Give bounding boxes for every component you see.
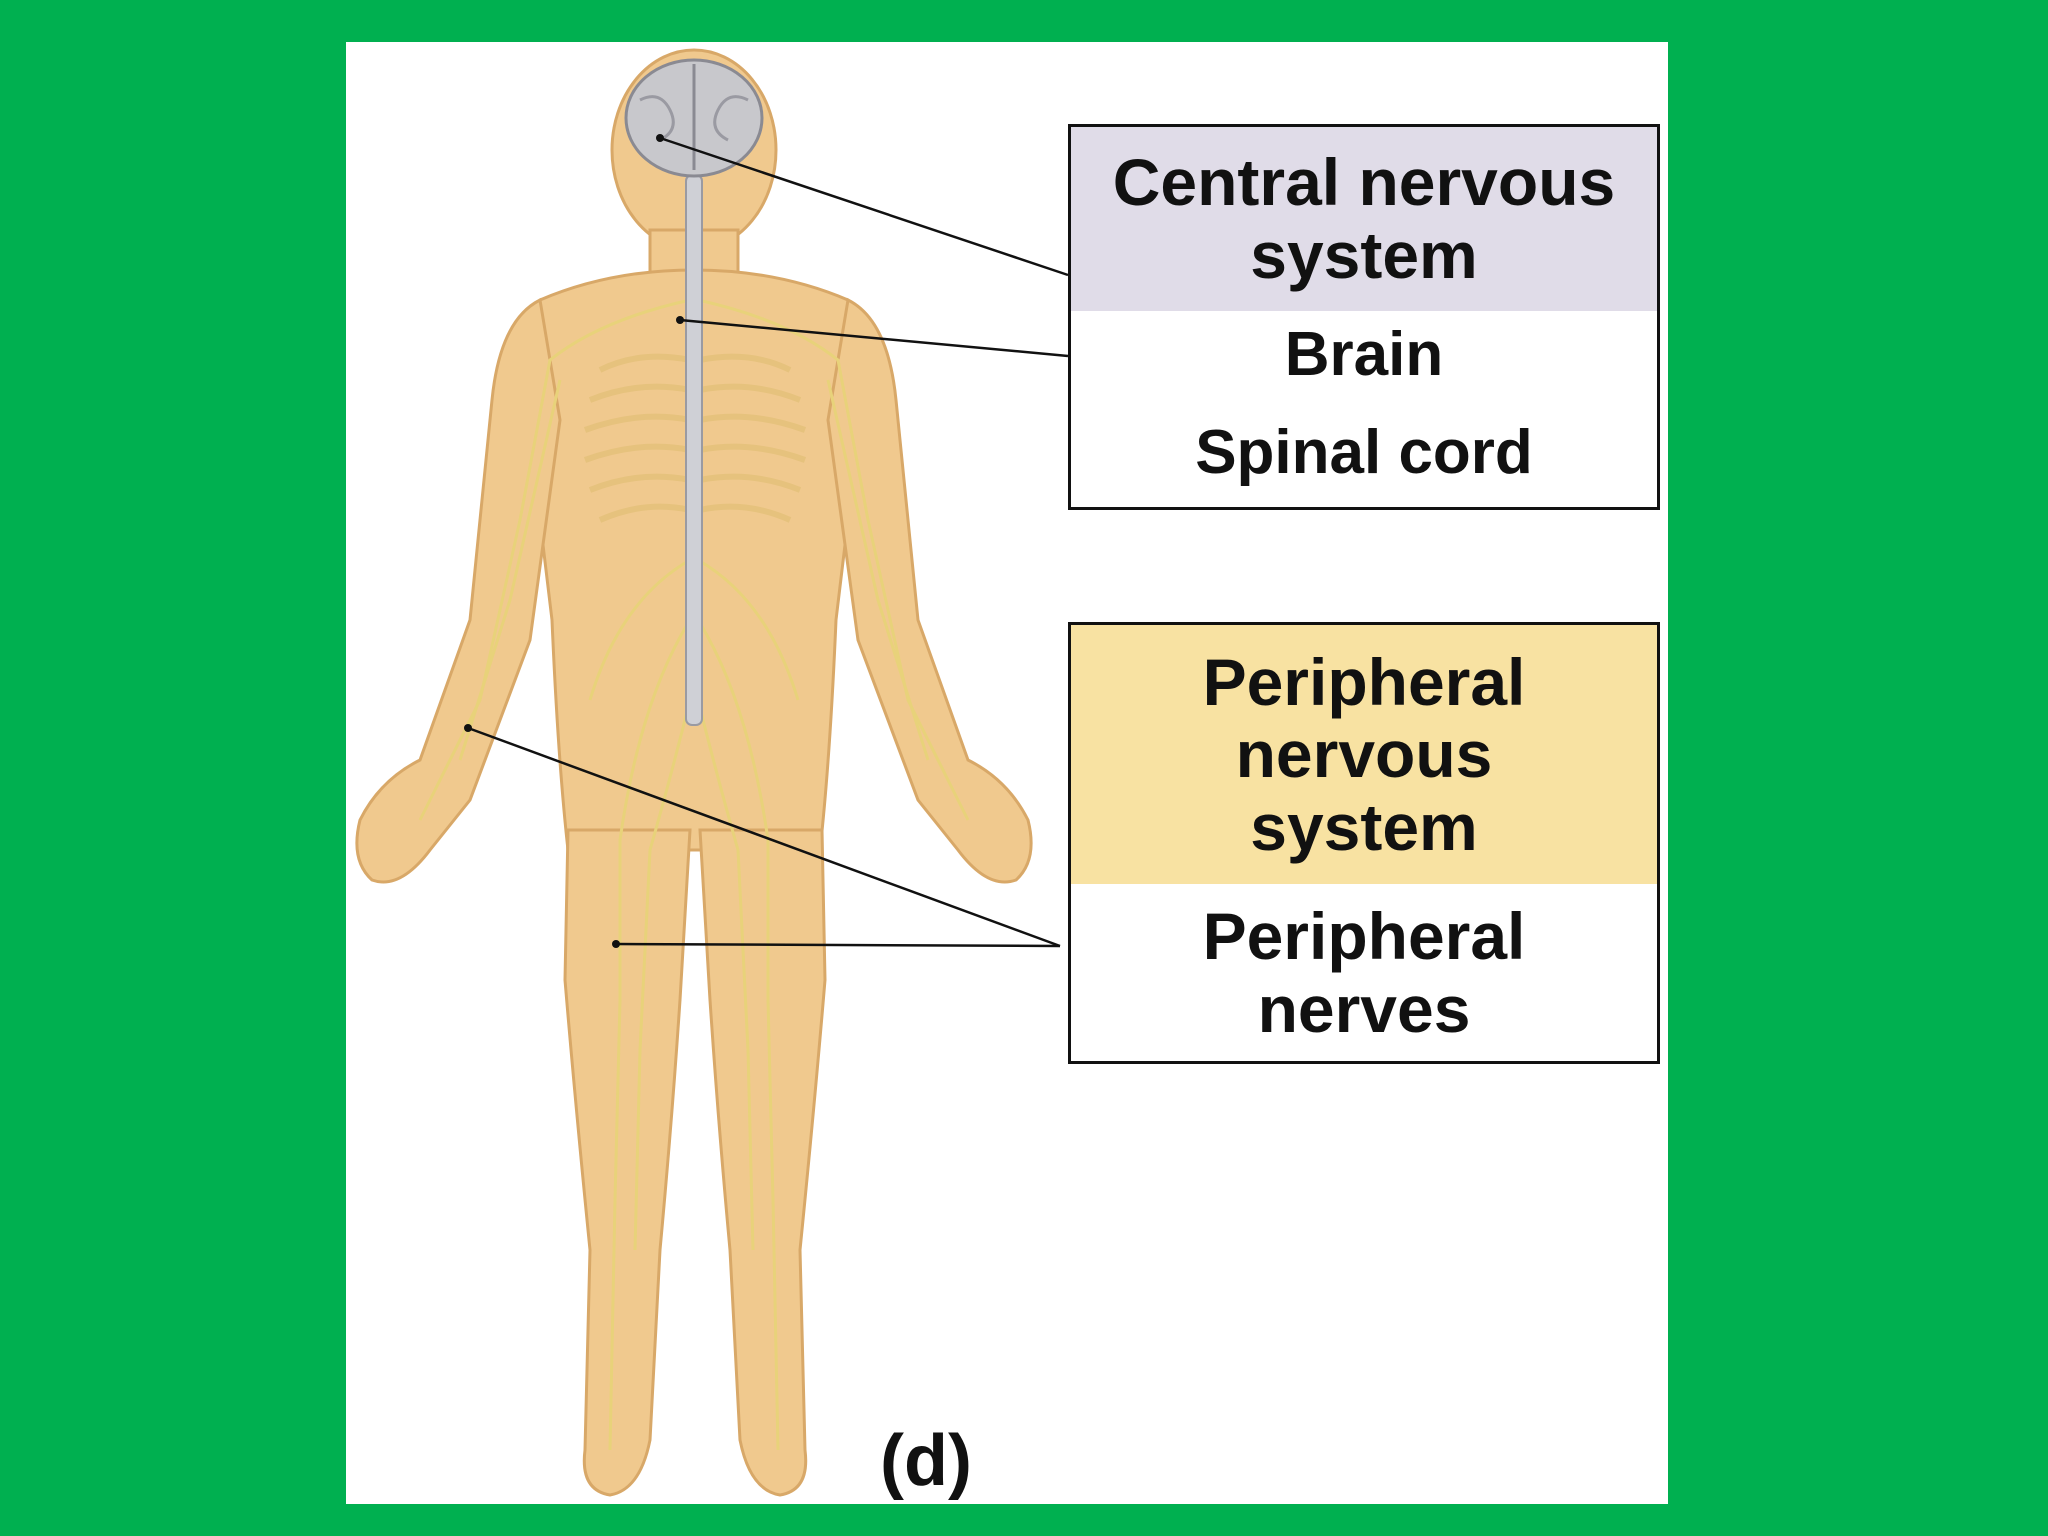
- leader-lines: [467, 136, 1069, 948]
- leader-line-cns: [659, 136, 1069, 277]
- peripheral-nerves-label: Peripheral nerves: [1202, 898, 1526, 1046]
- brain-label: Brain: [1284, 320, 1444, 390]
- peripheral-nerves-label-box: Peripheral nerves: [1068, 884, 1660, 1064]
- ribcage: [583, 353, 807, 523]
- leader-line-spinal: [679, 318, 1069, 358]
- pns-header-label: Peripheral nervous system: [1202, 644, 1526, 864]
- pns-header-box: Peripheral nervous system: [1068, 622, 1660, 887]
- peripheral-nerves: [418, 298, 970, 1451]
- figure-label: (d): [880, 1421, 972, 1501]
- spinal-cord-label-box: Spinal cord: [1068, 400, 1660, 510]
- left-leg: [563, 828, 692, 1497]
- brain-label-box: Brain: [1068, 311, 1660, 403]
- right-arm: [826, 297, 1033, 884]
- spinal-cord-label: Spinal cord: [1195, 418, 1533, 488]
- spinal-cord: [685, 174, 703, 726]
- leader-line-pns-arm: [467, 726, 1061, 948]
- left-arm: [355, 297, 562, 884]
- leader-dots: [464, 134, 684, 948]
- brain: [624, 58, 764, 178]
- right-leg: [698, 828, 827, 1497]
- cns-header-label: Central nervous system: [1112, 145, 1616, 292]
- leader-line-pns-leg: [615, 942, 1061, 948]
- cns-header-box: Central nervous system: [1068, 124, 1660, 314]
